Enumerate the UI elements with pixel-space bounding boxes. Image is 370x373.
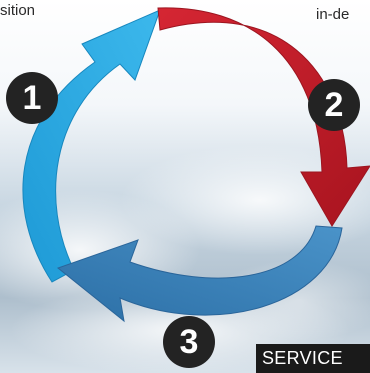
step-3-badge: 3	[163, 316, 215, 368]
arrow-step-3	[56, 225, 343, 323]
top-right-label-fragment: in-de	[316, 6, 350, 23]
service-label: SERVICE	[256, 344, 370, 373]
top-left-label-fragment: sition	[0, 2, 36, 19]
step-2-badge: 2	[308, 79, 360, 131]
step-1-badge: 1	[6, 72, 58, 124]
